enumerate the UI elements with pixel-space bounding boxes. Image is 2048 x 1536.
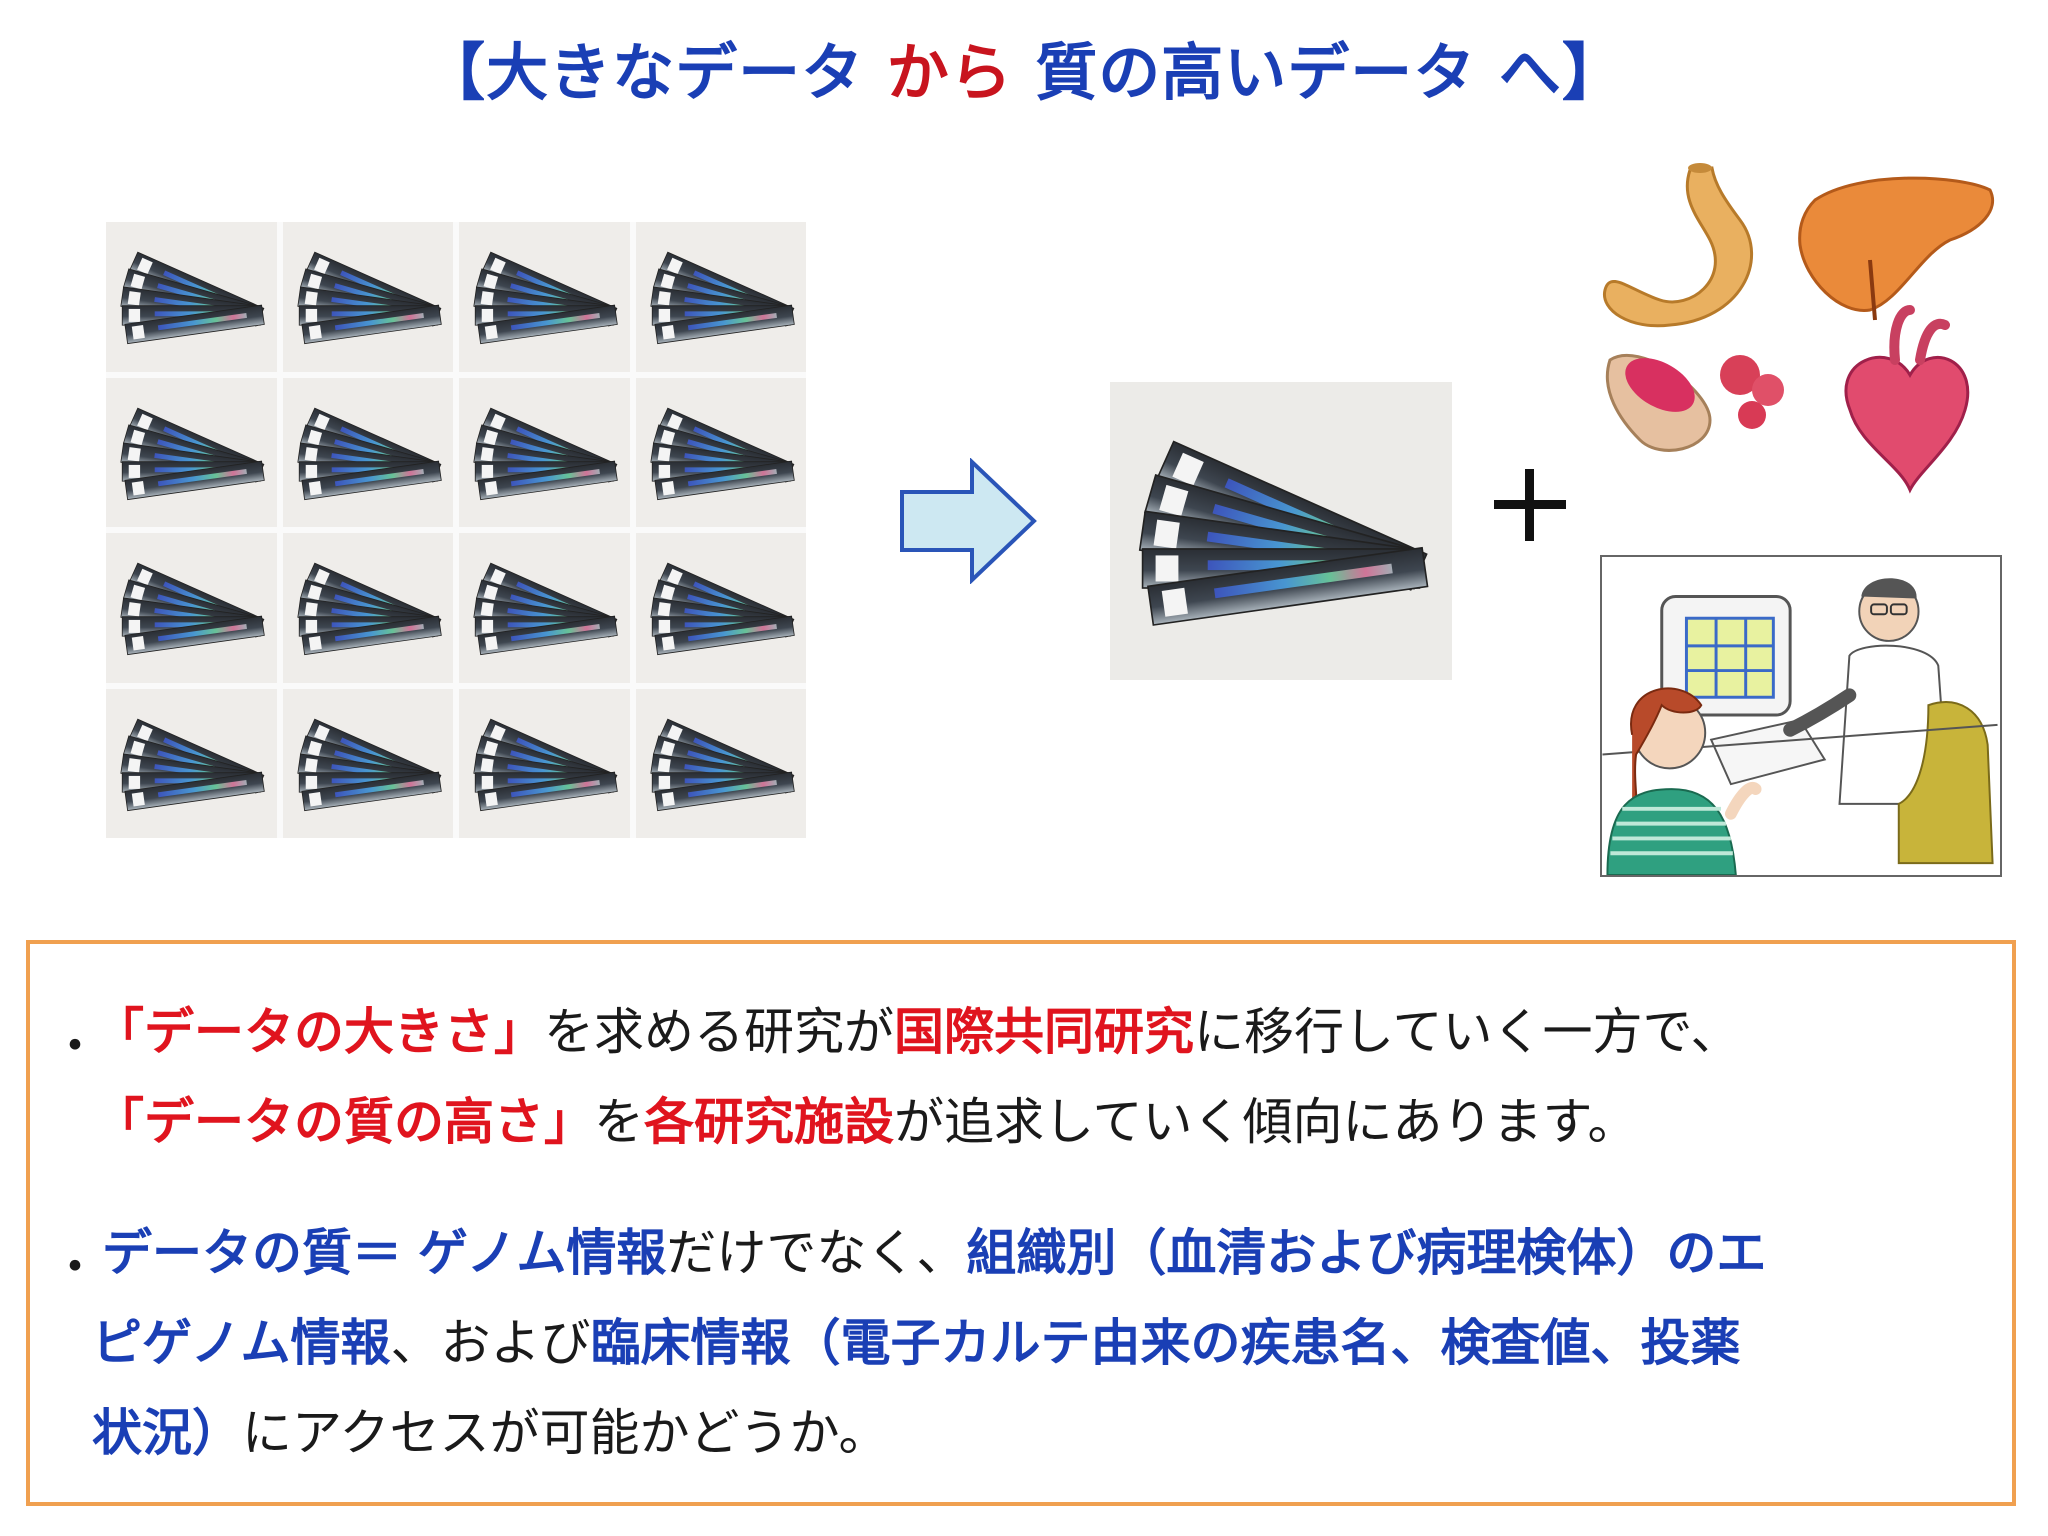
- doctor-patient-illustration: [1600, 555, 2002, 877]
- text-tissue: 組織別（血清および病理検体）のエ: [966, 1224, 1767, 1282]
- chip-photo-tile: [106, 377, 277, 527]
- chip-photo-tile: [459, 377, 630, 527]
- chip-photo-tile: [459, 222, 630, 372]
- title-part-to: へ】: [1498, 36, 1625, 109]
- chip-photo-tile: [106, 222, 277, 372]
- title-part-large-data: 【大きなデータ: [423, 36, 865, 109]
- text-plain: を: [594, 1093, 644, 1151]
- microarray-chip-grid: [106, 222, 806, 838]
- liver-icon: [1798, 176, 1995, 321]
- right-arrow-icon: [900, 458, 1037, 584]
- summary-text-box: ・ 「データの大きさ」を求める研究が国際共同研究に移行していく一方で、 「データ…: [26, 940, 2016, 1506]
- chip-photo-tile: [282, 222, 453, 372]
- bullet-point: ・: [50, 1238, 100, 1296]
- chip-photo-tile: [282, 688, 453, 838]
- text-data-quality-eq: データの質＝: [102, 1224, 402, 1282]
- chip-photo-tile: [635, 222, 806, 372]
- text-status: 状況）: [92, 1404, 242, 1462]
- chip-photo-tile: [459, 688, 630, 838]
- text-international-research: 国際共同研究: [894, 1003, 1194, 1061]
- chip-photo-tile: [635, 688, 806, 838]
- heart-icon: [1844, 305, 1970, 494]
- organs-illustration: [1603, 163, 1995, 494]
- page-title: 【大きなデータ から 質の高いデータ へ】: [0, 22, 2048, 112]
- text-plain: を求める研究が: [544, 1003, 894, 1061]
- chip-photo-tile: [635, 533, 806, 683]
- paragraph-2-line-3: 状況）にアクセスが可能かどうか。: [92, 1403, 889, 1463]
- text-plain: だけでなく、: [666, 1224, 967, 1282]
- text-genome-info: ゲノム情報: [417, 1224, 667, 1282]
- chip-photo-tile: [635, 377, 806, 527]
- text-plain: 、および: [390, 1314, 591, 1372]
- text-epigenome-info: ピゲノム情報: [92, 1314, 391, 1372]
- paragraph-1-line-1: 「データの大きさ」を求める研究が国際共同研究に移行していく一方で、: [94, 1002, 1741, 1062]
- title-part-quality-data: 質の高いデータ: [1035, 36, 1477, 109]
- title-part-from: から: [886, 36, 1013, 109]
- text-plain: が追求していく傾向にあります。: [894, 1093, 1638, 1151]
- bullet-point: ・: [50, 1017, 100, 1075]
- paragraph-2-line-1: データの質＝ ゲノム情報だけでなく、組織別（血清および病理検体）のエ: [102, 1223, 1766, 1283]
- chip-photo-tile: [282, 377, 453, 527]
- text-research-facilities: 各研究施設: [644, 1093, 894, 1151]
- chip-photo-tile: [459, 533, 630, 683]
- text-clinical-info: 臨床情報（電子カルテ由来の疾患名、検査値、投薬: [590, 1314, 1741, 1372]
- text-plain: に移行していく一方で、: [1194, 1003, 1741, 1061]
- plus-icon: [1494, 469, 1566, 541]
- chip-photo-tile: [106, 688, 277, 838]
- blood-cells-icon: [1605, 353, 1784, 452]
- chip-photo-tile: [106, 533, 277, 683]
- paragraph-2-line-2: ピゲノム情報、および臨床情報（電子カルテ由来の疾患名、検査値、投薬: [92, 1313, 1741, 1373]
- single-chip-photo: [1110, 382, 1452, 680]
- text-data-quality: 「データの質の高さ」: [94, 1093, 594, 1151]
- chip-photo-tile: [282, 533, 453, 683]
- stomach-icon: [1603, 163, 1753, 328]
- text-data-size: 「データの大きさ」: [94, 1003, 544, 1061]
- paragraph-1-line-2: 「データの質の高さ」を各研究施設が追求していく傾向にあります。: [94, 1092, 1638, 1152]
- text-plain: にアクセスが可能かどうか。: [242, 1404, 889, 1462]
